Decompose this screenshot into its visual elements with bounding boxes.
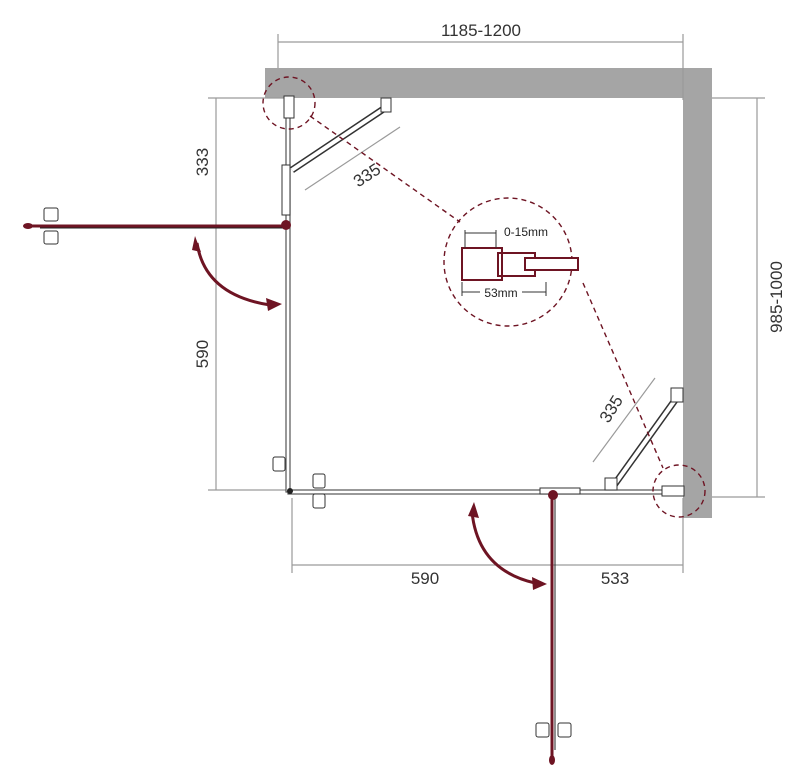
left-door-handle-icon — [43, 207, 59, 245]
bottom-door — [548, 490, 558, 765]
profile-detail-circle — [443, 197, 579, 327]
total-depth-label: 985-1000 — [767, 261, 786, 333]
bottom-dimension-line — [291, 498, 684, 573]
bottom-fixed-panel — [287, 487, 684, 495]
left-door — [23, 220, 291, 230]
bottom-door-swing-arrow-icon — [470, 511, 536, 585]
right-detail-circle — [652, 464, 706, 518]
stabilizer-right-label: 335 — [596, 392, 627, 426]
wall — [265, 68, 712, 518]
right-stabilizer-bar — [592, 377, 684, 491]
top-dimension-line — [277, 34, 684, 100]
top-detail-circle — [262, 76, 316, 130]
left-upper-label: 333 — [193, 148, 212, 176]
top-stabilizer-bar — [290, 97, 401, 191]
left-dimension-line — [208, 97, 288, 491]
total-width-label: 1185-1200 — [441, 21, 521, 40]
bottom-left-label: 590 — [411, 569, 439, 588]
corner-handle-icon — [272, 456, 326, 509]
left-lower-label: 590 — [193, 340, 212, 368]
bottom-door-handle-icon — [535, 722, 572, 738]
detail-leader-line — [309, 115, 461, 223]
right-dimension-line — [712, 97, 765, 498]
adjustment-label: 0-15mm — [504, 225, 548, 239]
bottom-right-label: 533 — [601, 569, 629, 588]
profile-width-label: 53mm — [484, 286, 517, 300]
left-fixed-panel — [281, 97, 291, 493]
left-door-swing-arrow-icon — [195, 242, 271, 307]
